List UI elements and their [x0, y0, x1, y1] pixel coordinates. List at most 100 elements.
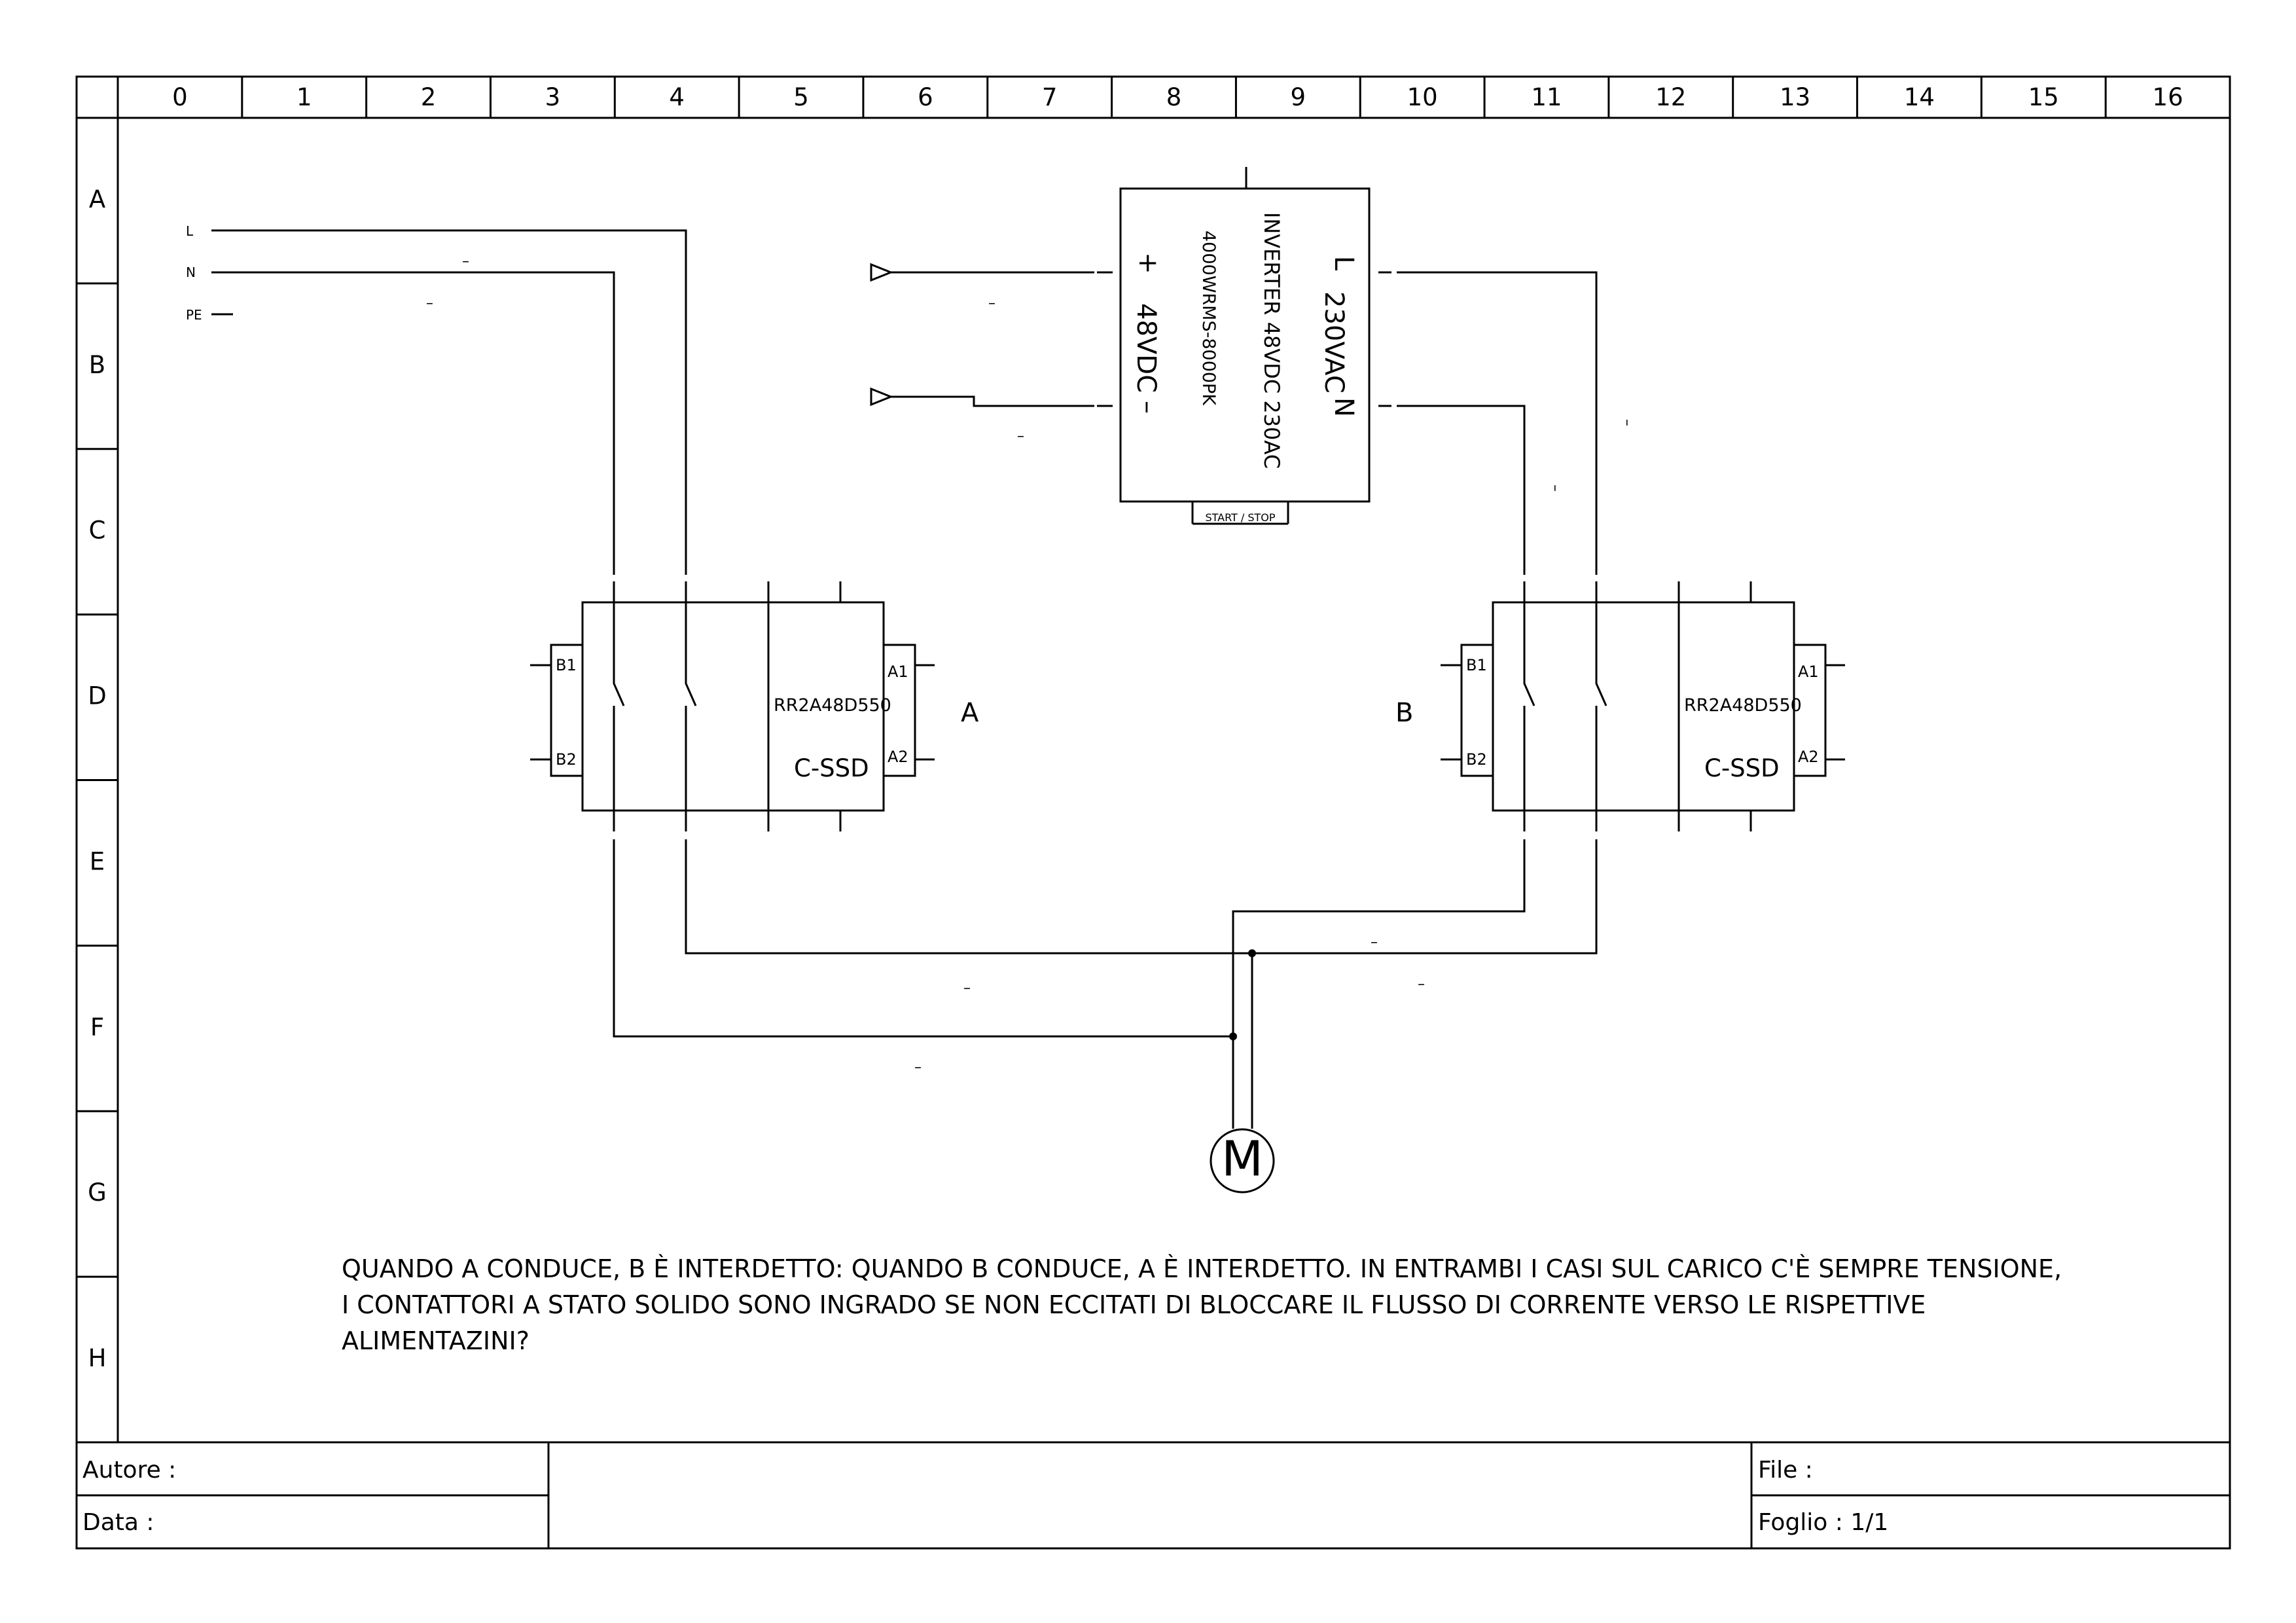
wire-mark: –: [1017, 428, 1024, 445]
ssr-a: B1 B2 A1 A2 RR2A48D550 C-SSD A: [530, 581, 979, 831]
column-label: 11: [1531, 83, 1562, 111]
ac-n-label: N: [1329, 397, 1359, 417]
title-block: Autore : Data : File : Foglio : 1/1: [77, 1442, 2230, 1548]
wire-mark: –: [1547, 484, 1564, 492]
wire-ssr-a-n-out: [613, 839, 1233, 1038]
load-wiring: – – – –: [613, 839, 1598, 1129]
note: QUANDO A CONDUCE, B È INTERDETTO: QUANDO…: [342, 1254, 2062, 1355]
ssr-b-a1: A1: [1798, 663, 1819, 681]
column-label: 9: [1291, 83, 1306, 111]
motor-label: M: [1221, 1131, 1263, 1188]
row-label: A: [89, 185, 105, 213]
column-label: 3: [545, 83, 561, 111]
column-label: 10: [1407, 83, 1438, 111]
column-label: 13: [1780, 83, 1810, 111]
ssr-a-a-terminals: [882, 644, 916, 777]
ssr-b-tag: B: [1395, 698, 1413, 728]
mains-label-l: L: [186, 223, 194, 239]
wire-mark: –: [1418, 976, 1425, 993]
note-line-3: ALIMENTAZINI?: [342, 1326, 529, 1355]
column-label: 12: [1655, 83, 1686, 111]
column-label: 8: [1166, 83, 1182, 111]
ssr-a-b2: B2: [556, 750, 577, 769]
ssr-b-contact-2: [1595, 602, 1607, 706]
ssr-b-b2: B2: [1466, 750, 1487, 769]
ssr-b-a-terminals: [1793, 644, 1827, 777]
junction-dot: [1248, 949, 1256, 957]
column-label: 1: [296, 83, 312, 111]
inverter-body: [1119, 187, 1371, 503]
ac-voltage-label: 230VAC: [1319, 291, 1349, 393]
row-label: B: [89, 351, 105, 379]
ssr-a-a1: A1: [888, 663, 908, 681]
ssr-a-contact-1: [613, 602, 625, 706]
ssr-a-model: RR2A48D550: [774, 695, 891, 716]
row-label: F: [90, 1013, 104, 1041]
dc-plus-arrow: [870, 263, 894, 282]
ssr-a-a2: A2: [888, 748, 908, 766]
wire-mark: –: [914, 1059, 922, 1076]
column-label: 15: [2028, 83, 2059, 111]
inverter: START / STOP 4000WRMS-8000PK INVERTER 48…: [870, 167, 1636, 575]
ssr-b: B1 B2 A1 A2 RR2A48D550 C-SSD B: [1395, 581, 1845, 831]
column-label: 4: [669, 83, 685, 111]
ssr-b-name: C-SSD: [1704, 754, 1780, 782]
wire-mark: –: [988, 295, 996, 312]
dc-voltage-label: 48VDC: [1131, 303, 1161, 393]
row-label: D: [88, 682, 107, 710]
row-label: H: [88, 1344, 107, 1372]
wire-n-bus: [1232, 839, 1526, 1129]
ssr-b-model: RR2A48D550: [1684, 695, 1802, 716]
column-label: 2: [421, 83, 437, 111]
column-label: 5: [793, 83, 809, 111]
inverter-title: INVERTER 48VDC 230AC: [1259, 212, 1284, 469]
ssr-a-contact-2: [685, 602, 697, 706]
mains-label-pe: PE: [186, 307, 202, 323]
ssr-b-b1: B1: [1466, 656, 1487, 674]
wire-mark: –: [963, 980, 971, 996]
sheet-number: Foglio : 1/1: [1758, 1509, 1888, 1536]
ssr-a-b-terminals: [550, 644, 584, 777]
date-label: Data :: [82, 1509, 154, 1536]
column-label: 7: [1042, 83, 1058, 111]
ssr-a-b1: B1: [556, 656, 577, 674]
row-label: G: [88, 1178, 107, 1207]
drawing-frame: [75, 75, 2231, 1550]
ssr-b-a2: A2: [1798, 748, 1819, 766]
wire-l-bus: [685, 839, 1598, 955]
wire-ac-l-to-ssr-b: [1397, 271, 1598, 575]
motor-symbol: M: [1210, 1128, 1275, 1194]
inverter-model: 4000WRMS-8000PK: [1198, 230, 1219, 406]
wire-dc-minus: [891, 395, 1094, 407]
wire-l-to-ssr-a: [211, 229, 687, 575]
column-label: 0: [172, 83, 188, 111]
ssr-a-tag: A: [961, 698, 979, 728]
column-label: 14: [1904, 83, 1935, 111]
author-label: Autore :: [82, 1457, 176, 1484]
ssr-b-contact-1: [1523, 602, 1535, 706]
wire-n-to-ssr-a: [211, 271, 615, 575]
ssr-a-name: C-SSD: [794, 754, 869, 782]
column-label: 6: [918, 83, 933, 111]
wire-mark: –: [462, 253, 469, 270]
ac-l-label: L: [1329, 256, 1359, 271]
start-stop-label: START / STOP: [1205, 511, 1275, 524]
row-ruler: A B C D E F G H: [77, 185, 118, 1372]
dc-plus-symbol: +: [1133, 252, 1163, 274]
file-label: File :: [1758, 1457, 1813, 1484]
column-label: 16: [2153, 83, 2183, 111]
note-line-1: QUANDO A CONDUCE, B È INTERDETTO: QUANDO…: [342, 1254, 2062, 1283]
row-label: C: [89, 517, 106, 545]
wire-mark: –: [1619, 419, 1636, 426]
wire-mark: –: [1371, 934, 1378, 951]
note-line-2: I CONTATTORI A STATO SOLIDO SONO INGRADO…: [342, 1290, 1926, 1319]
mains-feed: L N PE – –: [186, 223, 687, 575]
dc-minus-arrow: [870, 387, 894, 407]
wire-ac-n-to-ssr-b: [1397, 405, 1526, 575]
dc-minus-symbol: –: [1133, 401, 1163, 414]
wire-mark: –: [426, 295, 433, 312]
junction-dot: [1229, 1032, 1237, 1040]
row-label: E: [90, 847, 105, 875]
